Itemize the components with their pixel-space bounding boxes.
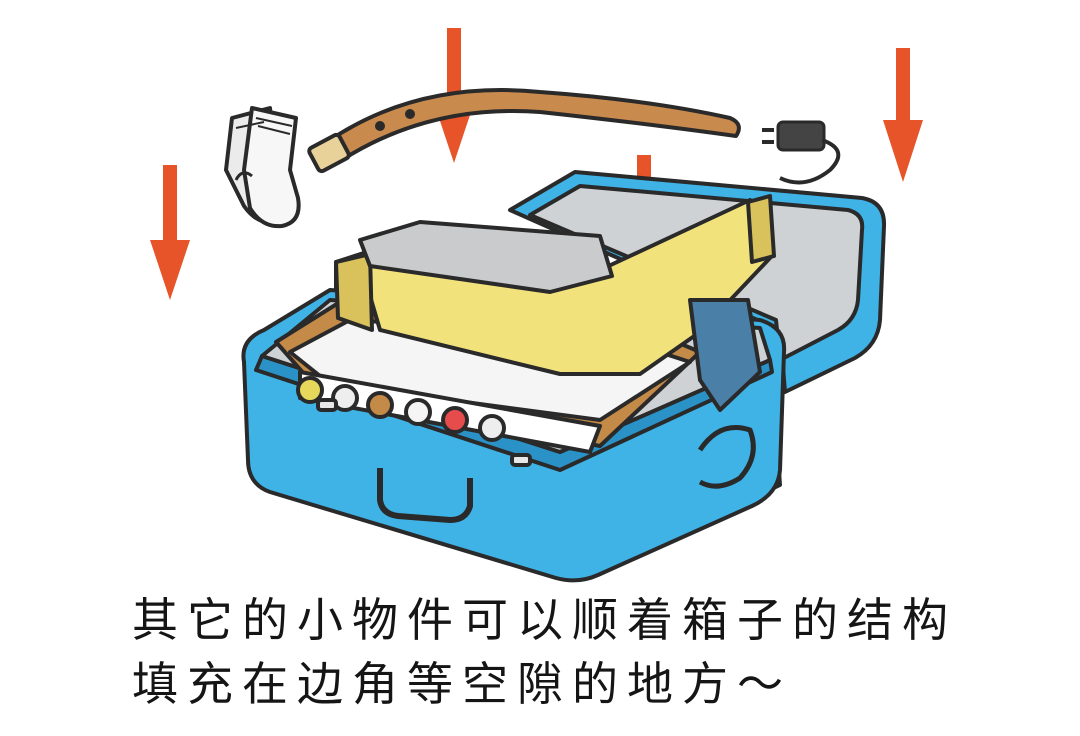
caption-line-1: 其它的小物件可以顺着箱子的结构 [132, 593, 957, 647]
arrow-down-icon [883, 48, 923, 182]
suitcase-icon [241, 170, 887, 583]
charger-icon [762, 120, 841, 185]
socks-icon [224, 106, 301, 229]
arrow-down-icon [150, 165, 190, 300]
belt-icon [307, 88, 741, 174]
caption-line-2: 填充在边角等空隙的地方～ [132, 657, 792, 711]
